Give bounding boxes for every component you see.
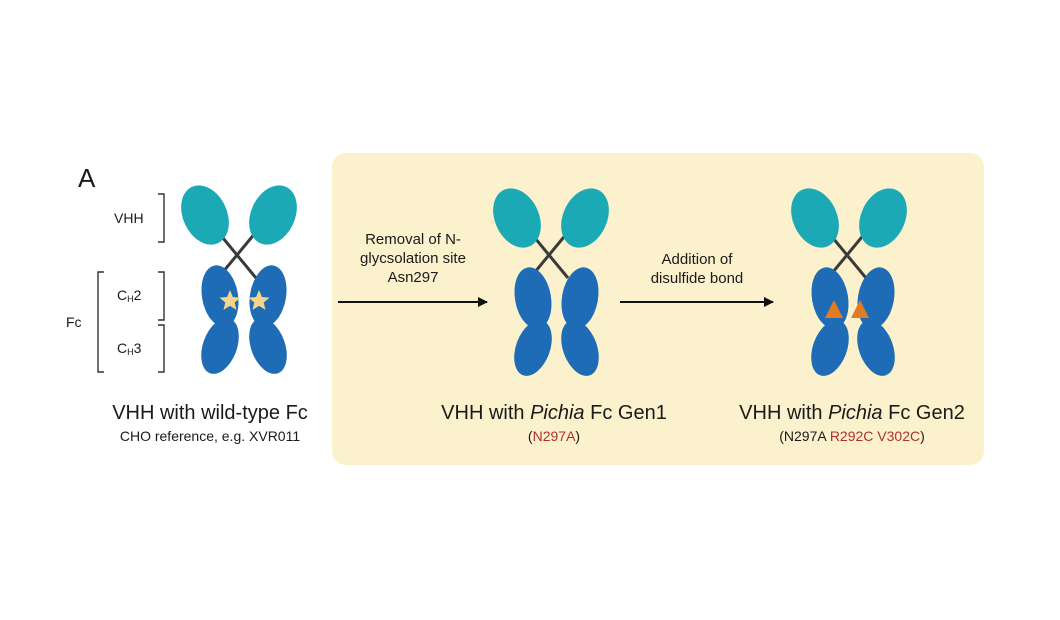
ch2-domain-left (514, 267, 552, 329)
ch3-domain-left (811, 320, 849, 376)
vhh-bracket (158, 193, 165, 243)
vhh-domain-right (561, 188, 609, 248)
gen2-title: VHH with Pichia Fc Gen2 (739, 402, 965, 424)
panel-letter: A (78, 163, 96, 193)
fc-bracket (97, 271, 104, 373)
fc-label: Fc (66, 314, 82, 330)
disulfide-triangle-right (851, 300, 869, 318)
ch3-domain-left (201, 318, 239, 374)
vhh-domain-left (493, 188, 541, 248)
disulfide-triangle-left (825, 300, 843, 318)
vhh-domain-right (859, 188, 907, 248)
ch2-domain-right (561, 267, 599, 329)
ch3-domain-right (249, 318, 287, 374)
ch2-label: CH2 (117, 287, 142, 304)
glycan-star-right (248, 290, 270, 310)
vhh-domain-right (249, 185, 297, 245)
arrow-step2-label: Addition of disulfide bond (650, 251, 744, 287)
ch3-domain-right (561, 320, 599, 376)
antibody-gen2 (791, 188, 907, 376)
ch2-bracket (158, 271, 165, 321)
antibody-gen1 (493, 188, 609, 376)
ch2-domain-right (857, 267, 895, 329)
wild-type-subtitle: CHO reference, e.g. XVR011 (119, 428, 301, 444)
gen1-title: VHH with Pichia Fc Gen1 (441, 402, 667, 424)
vhh-domain-left (791, 188, 839, 248)
ch3-domain-right (857, 320, 895, 376)
arrow-step1-label: Removal of N- glycsolation site Asn297 (360, 231, 466, 286)
ch3-domain-left (514, 320, 552, 376)
ch2-domain-right (249, 265, 287, 327)
ch3-bracket (158, 324, 165, 373)
antibody-wild-type (181, 185, 297, 374)
ch2-domain-left (811, 267, 849, 329)
gen2-subtitle: (N297A R292C V302C) (779, 428, 925, 444)
vhh-label: VHH (114, 210, 144, 226)
gen1-subtitle: (N297A) (527, 428, 581, 444)
wild-type-title: VHH with wild-type Fc (112, 402, 308, 424)
ch3-label: CH3 (117, 340, 142, 357)
glycan-star-left (219, 290, 241, 310)
ch2-domain-left (201, 265, 239, 327)
vhh-domain-left (181, 185, 229, 245)
